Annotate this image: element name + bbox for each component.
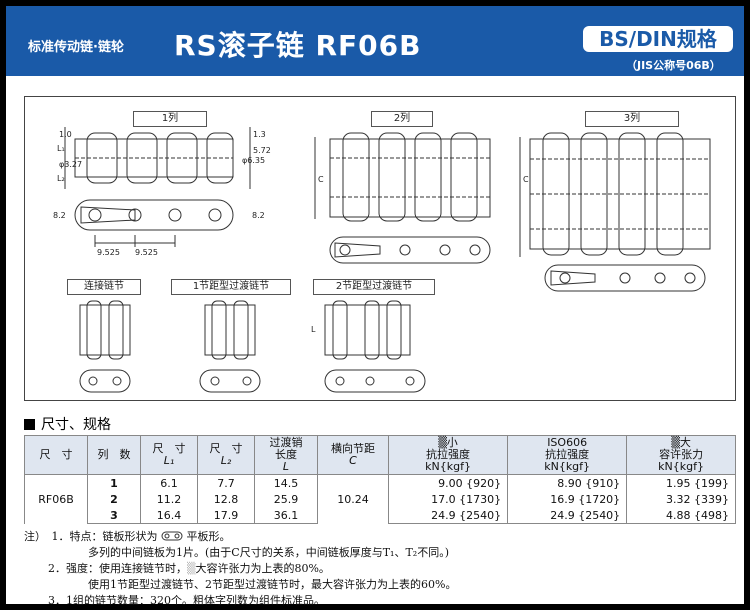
max-tension-cell: 4.88 {498} [626, 507, 736, 524]
connecting-link-drawing [79, 300, 131, 393]
l-cell: 14.5 [254, 474, 318, 491]
notes-section: 注） 1．特点：链板形状为 平板形。 多列的中间链板为1片。(由于C尺寸的关系，… [24, 529, 456, 609]
label-two-pitch-offset-link: 2节距型过渡链节 [313, 279, 435, 295]
two-pitch-offset-link-drawing [324, 300, 426, 393]
one-pitch-offset-link-drawing [199, 300, 261, 393]
l2-cell: 12.8 [197, 491, 255, 507]
min-strength-cell: 17.0 {1730} [387, 491, 509, 507]
header-banner: 标准传动链·链轮 RS滚子链 RF06B BS/DIN规格 （JIS公称号06B… [6, 6, 744, 76]
pin-dia-dim: φ3.27 [59, 160, 82, 169]
note-2: 2．强度：使用连接链节时，▒大容许张力为上表的80%。 [48, 562, 330, 575]
label-triple-strand: 3列 [585, 111, 679, 127]
pitch-dim-a: 9.525 [97, 248, 120, 257]
single-strand-top-view [64, 127, 251, 189]
min-strength-cell: 9.00 {920} [387, 474, 509, 491]
l1-cell: 6.1 [140, 474, 198, 491]
width-dim: 5.72 [253, 146, 271, 155]
max-tension-cell: 3.32 {339} [626, 491, 736, 507]
l1-dim: L₁ [57, 144, 65, 153]
triple-strand-top-view [519, 132, 711, 257]
l-dim: L [311, 325, 316, 334]
square-bullet-icon [24, 419, 35, 430]
iso-strength-cell: 24.9 {2540} [507, 507, 628, 524]
max-tension-cell: 1.95 {199} [626, 474, 736, 491]
double-strand-top-view [314, 132, 491, 222]
table-row: RF06B 1 6.1 7.7 14.5 10.24 9.00 {920} 8.… [24, 474, 736, 524]
pitch-dim-b: 9.525 [135, 248, 158, 257]
note-1: 注） 1．特点：链板形状为 平板形。 [24, 530, 231, 543]
rows-cell: 1 [87, 474, 141, 491]
page-title: RS滚子链 RF06B [174, 29, 422, 62]
triple-strand-side-view [544, 264, 706, 292]
label-connecting-link: 连接链节 [67, 279, 141, 295]
l-cell: 36.1 [254, 507, 318, 524]
standard-badge: BS/DIN规格 [583, 26, 733, 52]
note-3: 3．1组的链节数量：320个。粗体字列数为组件标准品。 [48, 594, 325, 607]
iso-strength-cell: 16.9 {1720} [507, 491, 628, 507]
table-row: 3 16.4 17.9 36.1 24.9 {2540} 24.9 {2540}… [25, 507, 736, 524]
label-single-strand: 1列 [133, 111, 207, 127]
label-double-strand: 2列 [371, 111, 433, 127]
transverse-pitch-cell: 10.24 [317, 474, 389, 524]
min-strength-cell: 24.9 {2540} [387, 507, 509, 524]
standard-note: （JIS公称号06B） [626, 59, 721, 72]
l2-dim: L₂ [57, 174, 65, 183]
l2-cell: 7.7 [197, 474, 255, 491]
chain-drawings: 9.525 9.525 8.2 8.2 φ6.35 φ3.27 1.0 1.3 … [53, 127, 711, 393]
note-2-detail: 使用1节距型过渡链节、2节距型过渡链节时，最大容许张力为上表的60%。 [88, 578, 457, 591]
header-size: 尺 寸 [24, 435, 88, 475]
flat-plate-icon [161, 531, 183, 541]
single-strand-side-view [74, 199, 234, 247]
label-one-pitch-offset-link: 1节距型过渡链节 [171, 279, 291, 295]
iso-strength-cell: 8.90 {910} [507, 474, 628, 491]
table-row: 2 11.2 12.8 25.9 17.0 {1730} 16.9 {1720}… [25, 491, 736, 507]
thickness-dim-t2: 1.3 [253, 130, 266, 139]
thickness-dim-t1: 1.0 [59, 130, 72, 139]
page: 标准传动链·链轮 RS滚子链 RF06B BS/DIN规格 （JIS公称号06B… [6, 6, 744, 607]
header-rows: 列 数 [87, 435, 141, 475]
c-dim-2: C [318, 175, 324, 184]
model-cell: RF06B [24, 474, 88, 524]
double-strand-side-view [329, 236, 491, 264]
technical-drawing-panel: 9.525 9.525 8.2 8.2 φ6.35 φ3.27 1.0 1.3 … [24, 96, 736, 401]
l-cell: 25.9 [254, 491, 318, 507]
c-dim-3: C [523, 175, 529, 184]
header-subtitle: 标准传动链·链轮 [28, 40, 124, 55]
note-1-detail: 多列的中间链板为1片。(由于C尺寸的关系，中间链板厚度与T₁、T₂不同。) [88, 546, 449, 559]
roller-dia-dim: φ6.35 [242, 156, 265, 165]
rows-cell: 3 [87, 507, 141, 524]
l1-cell: 16.4 [140, 507, 198, 524]
l2-cell: 17.9 [197, 507, 255, 524]
section-title: 尺寸、规格 [24, 414, 111, 434]
plate-height-dim: 8.2 [53, 211, 66, 220]
rows-cell: 2 [87, 491, 141, 507]
plate-height-dim-right: 8.2 [252, 211, 265, 220]
l1-cell: 11.2 [140, 491, 198, 507]
